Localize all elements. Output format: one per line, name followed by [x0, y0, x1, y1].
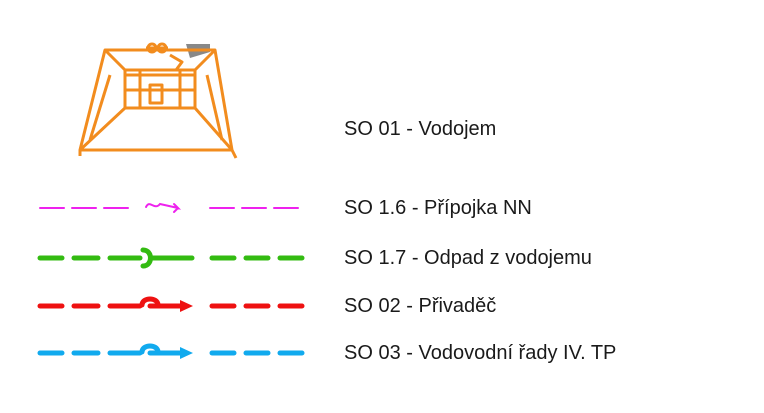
- legend-label-so16: SO 1.6 - Přípojka NN: [344, 197, 532, 219]
- water-main-line-symbol: [37, 343, 305, 359]
- waste-pipe-line-symbol: [37, 247, 305, 269]
- legend-label-so02: SO 02 - Přivaděč: [344, 295, 497, 317]
- legend-label-so01: SO 01 - Vodojem: [344, 118, 497, 140]
- reservoir-icon: [78, 42, 238, 159]
- legend-label-so17: SO 1.7 - Odpad z vodojemu: [344, 247, 592, 269]
- power-connection-line-symbol: [39, 202, 299, 213]
- legend-label-so03: SO 03 - Vodovodní řady IV. TP: [344, 342, 617, 364]
- supply-pipe-line-symbol: [37, 296, 305, 312]
